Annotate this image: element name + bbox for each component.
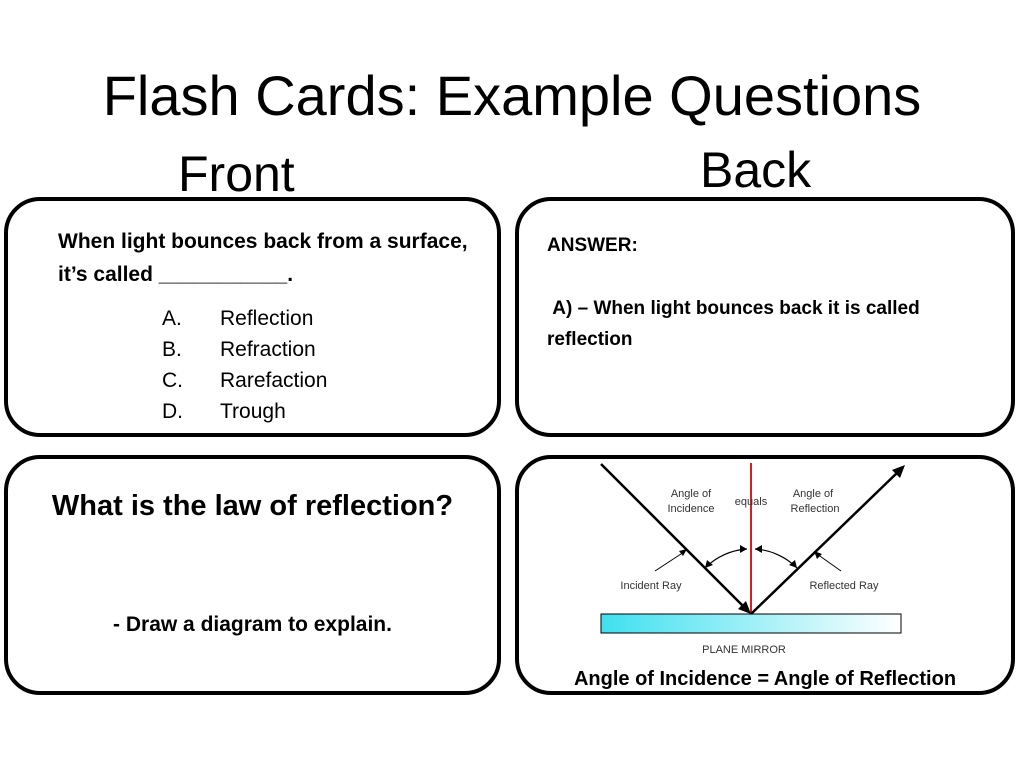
card-instruction: - Draw a diagram to explain. (113, 613, 392, 636)
label-angle-of-incidence-1: Angle of (671, 488, 712, 500)
flash-card-front-2: What is the law of reflection? - Draw a … (4, 455, 501, 695)
reflected-ray-arrowhead (892, 465, 905, 478)
slide-title: Flash Cards: Example Questions (102, 64, 922, 127)
incident-ray (600, 463, 746, 609)
option-text: Rarefaction (220, 369, 328, 392)
card-question: When light bounces back from a surface, … (58, 230, 468, 286)
flash-card-front-1: When light bounces back from a surface, … (4, 197, 501, 437)
label-angle-of-reflection-1: Angle of (793, 488, 834, 500)
card-question: What is the law of reflection? (51, 490, 454, 522)
option-text: Trough (220, 400, 286, 423)
answer-option: D. Trough (162, 396, 327, 427)
reflection-diagram: Angle of Incidence equals Angle of Refle… (600, 463, 905, 656)
arc-arrowhead (705, 560, 713, 568)
incident-ray-pointer (654, 551, 685, 572)
option-letter: D. (162, 400, 183, 423)
option-text: Refraction (220, 338, 316, 361)
label-equals: equals (735, 496, 768, 508)
label-reflected-ray: Reflected Ray (809, 580, 879, 592)
option-text: Reflection (220, 307, 314, 330)
label-plane-mirror: PLANE MIRROR (702, 644, 786, 656)
option-letter: B. (162, 338, 182, 361)
label-incident-ray: Incident Ray (620, 580, 682, 592)
diagram-caption: Angle of Incidence = Angle of Reflection (573, 668, 957, 690)
plane-mirror (600, 613, 902, 634)
reflected-ray-pointer (816, 553, 842, 572)
option-letter: A. (162, 307, 182, 330)
flash-card-back-2: Angle of Incidence equals Angle of Refle… (515, 455, 1015, 695)
front-column-heading: Front (178, 146, 295, 202)
label-angle-of-incidence-2: Incidence (667, 503, 714, 515)
pointer-arrowhead (814, 551, 822, 559)
pointer-arrowhead (679, 549, 687, 556)
arc-arrowhead (740, 545, 747, 553)
answer-option: B. Refraction (162, 334, 327, 365)
incident-ray-arrowhead (738, 601, 751, 614)
flash-card-back-1: ANSWER: A) – When light bounces back it … (515, 197, 1015, 437)
label-angle-of-reflection-2: Reflection (791, 503, 840, 515)
option-letter: C. (162, 369, 183, 392)
answer-option: C. Rarefaction (162, 365, 327, 396)
answer-text: A) – When light bounces back it is calle… (547, 298, 925, 350)
answer-option: A. Reflection (162, 303, 327, 334)
answer-options-list: A. Reflection B. Refraction C. Rarefacti… (162, 303, 327, 427)
arc-arrowhead (755, 545, 762, 553)
arc-arrowhead (789, 560, 797, 568)
answer-heading: ANSWER: (547, 235, 638, 256)
reflected-ray (750, 470, 900, 615)
back-column-heading: Back (700, 142, 812, 198)
